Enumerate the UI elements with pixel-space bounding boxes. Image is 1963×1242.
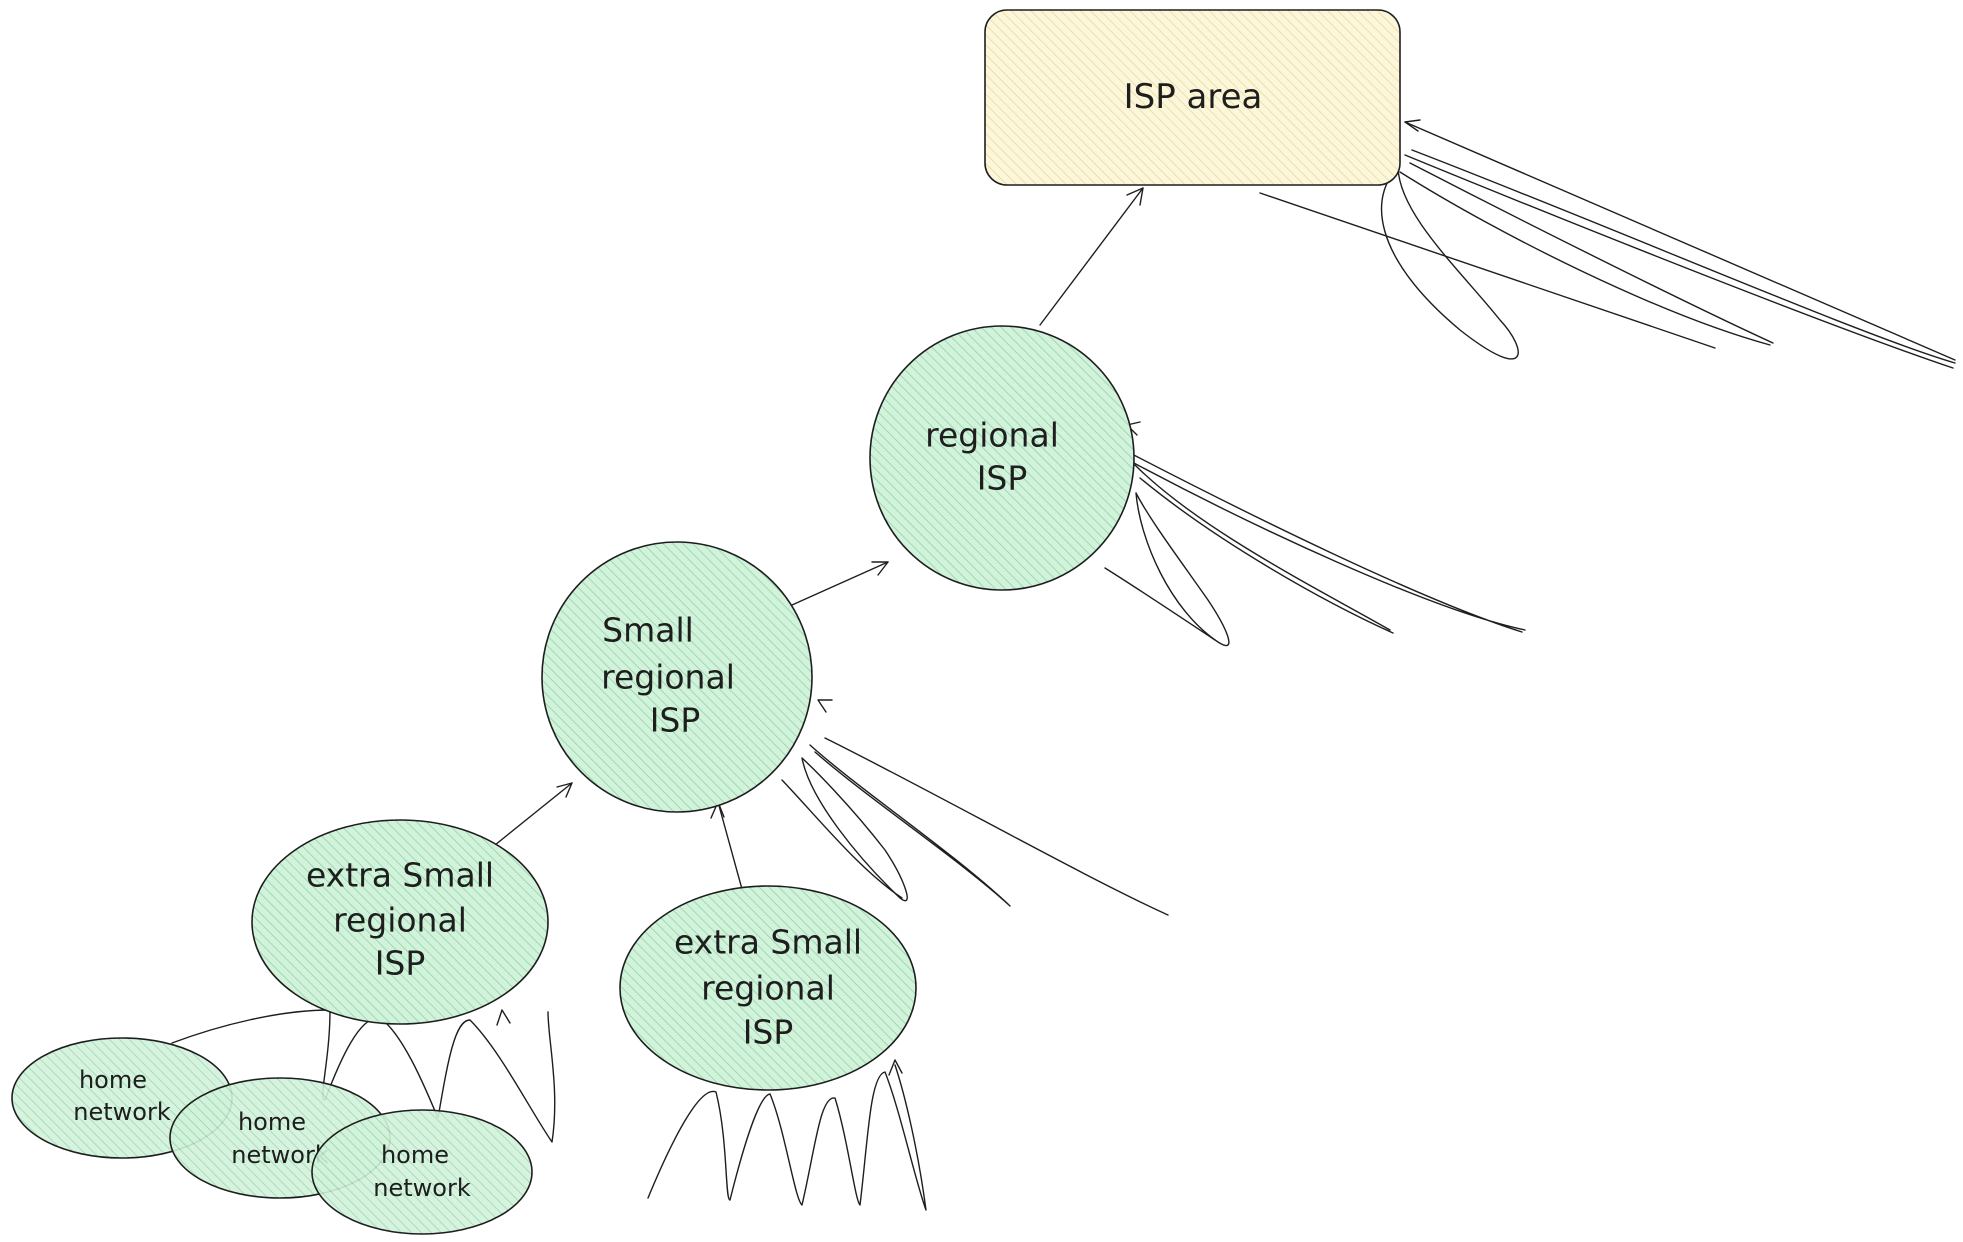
small-regional-isp-node[interactable]: Small regional ISP: [541, 541, 813, 813]
squiggle-isp-area-3: [1399, 162, 1774, 346]
regional-isp-label-line2: ISP: [977, 459, 1028, 498]
extra-small-regional-isp-mid-node[interactable]: extra Small regional ISP: [619, 885, 917, 1091]
edge-xs-left-to-small: [494, 782, 573, 846]
regional-isp-label-line1: regional: [925, 416, 1059, 455]
edge-xs-mid-to-small: [710, 801, 746, 901]
edge-small-back-arrow: [817, 699, 833, 713]
extra-small-regional-isp-left-label-line1: extra Small: [306, 856, 494, 895]
isp-area-box: [984, 9, 1401, 186]
extra-small-regional-isp-mid-ellipse: [619, 885, 917, 1091]
decorative-strokes: [171, 149, 1956, 1211]
edge-home-to-xs-left: [496, 1009, 511, 1026]
extra-small-regional-isp-left-label-line2: regional: [333, 901, 467, 940]
small-regional-isp-circle: [541, 541, 813, 813]
small-regional-isp-label-line2: regional: [601, 658, 735, 697]
extra-small-regional-isp-mid-label-line3: ISP: [743, 1013, 794, 1052]
regional-isp-node[interactable]: regional ISP: [869, 325, 1135, 591]
home-network-1-label-line1: home: [79, 1066, 147, 1094]
squiggle-isp-area-2: [1380, 167, 1519, 360]
squiggle-small-1: [781, 779, 903, 899]
edge-isp-area-back-arrow: [1404, 119, 1956, 361]
home-network-3-ellipse: [311, 1109, 533, 1235]
small-regional-isp-label-line1: Small: [602, 611, 694, 650]
home-network-3-label-line1: home: [381, 1141, 449, 1169]
isp-area-label: ISP area: [1124, 77, 1263, 117]
edge-regional-to-isp-area: [1039, 187, 1144, 326]
regional-isp-circle: [869, 325, 1135, 591]
home-network-1-label-line2: network: [73, 1098, 171, 1126]
home-network-3-node[interactable]: home network: [311, 1109, 533, 1235]
extra-small-regional-isp-mid-label-line1: extra Small: [674, 923, 862, 962]
extra-small-regional-isp-left-ellipse: [251, 819, 549, 1025]
home-network-3-label-line2: network: [373, 1174, 471, 1202]
extra-small-regional-isp-left-label-line3: ISP: [375, 944, 426, 983]
squiggle-regional-2: [1135, 492, 1230, 647]
squiggle-xs-left-home-link: [171, 1009, 331, 1044]
squiggle-small-4: [824, 737, 1169, 916]
squiggle-small-2: [801, 757, 908, 902]
edge-small-to-regional: [791, 561, 889, 606]
squiggle-xs-mid-fan: [647, 1064, 927, 1211]
extra-small-regional-isp-mid-label-line2: regional: [701, 969, 835, 1008]
isp-area-node[interactable]: ISP area: [984, 9, 1401, 186]
edge-home-to-xs-mid: [888, 1059, 903, 1076]
squiggle-isp-area-1: [1259, 192, 1716, 349]
squiggle-regional-1: [1104, 567, 1216, 641]
small-regional-isp-label-line3: ISP: [650, 701, 701, 740]
home-network-2-label-line1: home: [238, 1108, 306, 1136]
squiggle-regional-4: [1127, 451, 1526, 633]
squiggle-regional-3: [1134, 464, 1394, 634]
extra-small-regional-isp-left-node[interactable]: extra Small regional ISP: [251, 819, 549, 1025]
squiggle-small-3: [809, 744, 1011, 907]
squiggle-isp-area-4: [1404, 149, 1956, 369]
